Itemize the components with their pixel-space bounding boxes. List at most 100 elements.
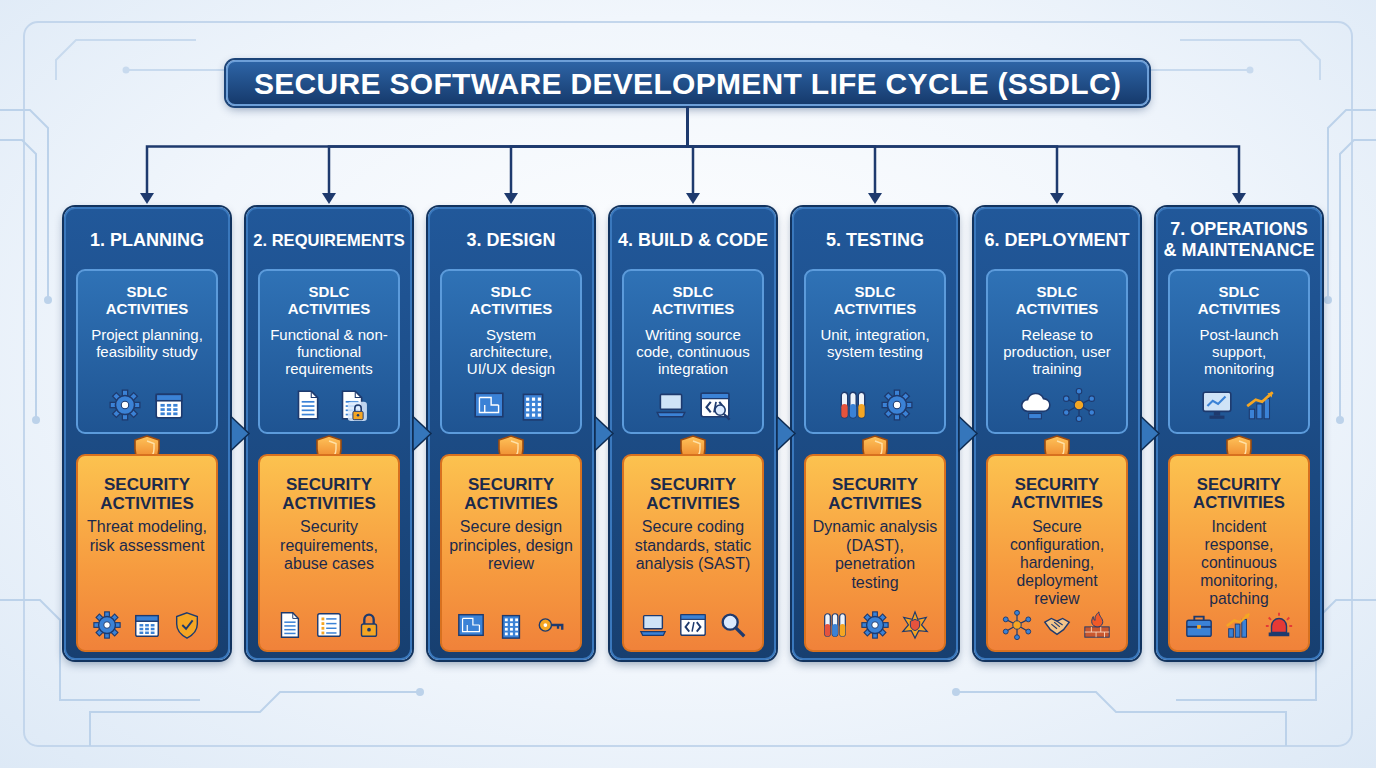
- toolbox-icon: [1187, 617, 1211, 637]
- fire-icon: [1085, 612, 1109, 637]
- box-heading: SDLC ACTIVITIES: [630, 283, 756, 318]
- chart-icon: [1247, 392, 1273, 419]
- arrowhead: [140, 193, 154, 204]
- box-heading: SECURITY ACTIVITIES: [994, 476, 1120, 513]
- connector-line: [688, 106, 1057, 194]
- security-activities-box: SECURITY ACTIVITIESIncident response, co…: [1168, 454, 1310, 652]
- arrowhead: [686, 193, 700, 204]
- box-heading: SECURITY ACTIVITIES: [266, 476, 392, 513]
- icon-row: [1002, 610, 1112, 640]
- text-block: SECURITY ACTIVITIESIncident response, co…: [1176, 476, 1302, 608]
- blueprint-icon: [459, 615, 483, 636]
- box-heading: SDLC ACTIVITIES: [1176, 283, 1302, 318]
- laptop-icon: [641, 616, 665, 636]
- circuit-dot: [32, 416, 40, 424]
- monitor-icon: [1203, 392, 1231, 419]
- circuit-dot: [1324, 296, 1332, 304]
- phase-title: 3. DESIGN: [466, 230, 555, 251]
- search-icon: [723, 615, 745, 637]
- text-block: SECURITY ACTIVITIES Secure configuration,…: [994, 476, 1120, 608]
- connector-line: [329, 106, 688, 194]
- box-description: Incident response, continuous monitoring…: [1176, 518, 1302, 608]
- sdlc-activities-box: SDLC ACTIVITIESRelease to production, us…: [986, 269, 1128, 434]
- sdlc-activities-box: SDLC ACTIVITIES Unit, integration, system…: [804, 269, 946, 434]
- box-description: Post-launch support, monitoring: [1176, 326, 1302, 378]
- icon-row: [1200, 388, 1278, 422]
- gear-icon: [882, 390, 912, 420]
- box-description: Functional & non-functional requirements: [266, 326, 392, 378]
- sdlc-activities-box: SDLC ACTIVITIES System architecture, UI/U…: [440, 269, 582, 434]
- building-icon: [503, 616, 520, 639]
- arrowhead: [1050, 193, 1064, 204]
- text-block: SECURITY ACTIVITIESDynamic analysis (DAS…: [812, 476, 938, 592]
- sdlc-activities-box: SDLC ACTIVITIES Post-launch support, moni…: [1168, 269, 1310, 434]
- connector: [322, 106, 688, 204]
- box-heading: SECURITY ACTIVITIES: [84, 476, 210, 513]
- box-heading: SDLC ACTIVITIES: [812, 283, 938, 318]
- lock-icon: [362, 615, 377, 637]
- phase-heading: 6. DEPLOYMENT: [980, 215, 1134, 265]
- network-icon: [1063, 388, 1094, 421]
- security-activities-box: SECURITY ACTIVITIES Security requirements…: [258, 454, 400, 652]
- arrowhead: [1232, 193, 1246, 204]
- key-icon: [539, 619, 562, 631]
- phase-title: 5. TESTING: [826, 230, 924, 251]
- phase-column: 4. BUILD & CODE SDLC ACTIVITIES Writing so…: [610, 207, 776, 660]
- circuit-dot: [1247, 67, 1254, 74]
- phase-heading: 7. OPERATIONS & MAINTENANCE: [1162, 215, 1316, 265]
- codesearch-icon: [701, 393, 729, 419]
- text-block: SECURITY ACTIVITIESSecure coding standar…: [630, 476, 756, 574]
- shield-icon: [177, 613, 198, 638]
- phase-title: 7. OPERATIONS & MAINTENANCE: [1162, 219, 1316, 260]
- box-heading: SDLC ACTIVITIES: [448, 283, 574, 318]
- box-heading: SECURITY ACTIVITIES: [630, 476, 756, 513]
- code-icon: [681, 615, 705, 636]
- phase-column: 3. DESIGN SDLC ACTIVITIES System architect…: [428, 207, 594, 660]
- box-description: System architecture, UI/UX design: [448, 326, 574, 378]
- box-description: Writing source code, continuous integrat…: [630, 326, 756, 378]
- phase-title: 4. BUILD & CODE: [618, 230, 768, 251]
- icon-row: [1018, 388, 1096, 422]
- circuit-trace: [956, 110, 1376, 746]
- calendar-icon: [156, 394, 182, 417]
- text-block: SDLC ACTIVITIESProject planning, feasibi…: [84, 283, 210, 360]
- burst-icon: [903, 612, 927, 638]
- icon-row: [1184, 610, 1294, 640]
- box-description: Dynamic analysis (DAST), penetration tes…: [812, 518, 938, 592]
- box-description: Security requirements, abuse cases: [266, 518, 392, 573]
- text-block: SDLC ACTIVITIES System architecture, UI/U…: [448, 283, 574, 377]
- phase-column: 2. REQUIREMENTSSDLC ACTIVITIESFunctional…: [246, 207, 412, 660]
- phase-title: 2. REQUIREMENTS: [253, 231, 404, 250]
- box-description: Project planning, feasibility study: [84, 326, 210, 361]
- icon-row: [638, 610, 748, 640]
- phase-column: 7. OPERATIONS & MAINTENANCE SDLC ACTIVITI…: [1156, 207, 1322, 660]
- phase-title: 1. PLANNING: [90, 230, 204, 251]
- connector-line: [688, 106, 875, 194]
- box-description: Secure design principles, design review: [448, 518, 574, 573]
- icon-row: [290, 388, 368, 422]
- security-activities-box: SECURITY ACTIVITIESSecure coding standar…: [622, 454, 764, 652]
- calendar-icon: [136, 616, 159, 637]
- icon-row: [472, 388, 550, 422]
- circuit-dot: [44, 296, 52, 304]
- building-icon: [523, 394, 542, 420]
- security-activities-box: SECURITY ACTIVITIESSecure design princip…: [440, 454, 582, 652]
- box-description: Threat modeling, risk assessment: [84, 518, 210, 555]
- doc-icon: [282, 613, 299, 637]
- text-block: SDLC ACTIVITIESRelease to production, us…: [994, 283, 1120, 377]
- icon-row: [108, 388, 186, 422]
- box-description: Secure configuration, hardening, deploym…: [994, 518, 1120, 608]
- network-icon: [1003, 610, 1030, 639]
- box-description: Unit, integration, system testing: [812, 326, 938, 361]
- siren-icon: [1266, 613, 1292, 636]
- title-banner: SECURE SOFTWARE DEVELOPMENT LIFE CYCLE (…: [226, 60, 1149, 106]
- frame-line: [24, 22, 1352, 746]
- phase-heading: 2. REQUIREMENTS: [252, 215, 406, 265]
- gear-icon: [110, 390, 140, 420]
- text-block: SECURITY ACTIVITIESSecure design princip…: [448, 476, 574, 574]
- connector-line: [511, 106, 688, 194]
- circuit-dot: [952, 688, 960, 696]
- connector: [140, 106, 688, 204]
- arrowhead: [322, 193, 336, 204]
